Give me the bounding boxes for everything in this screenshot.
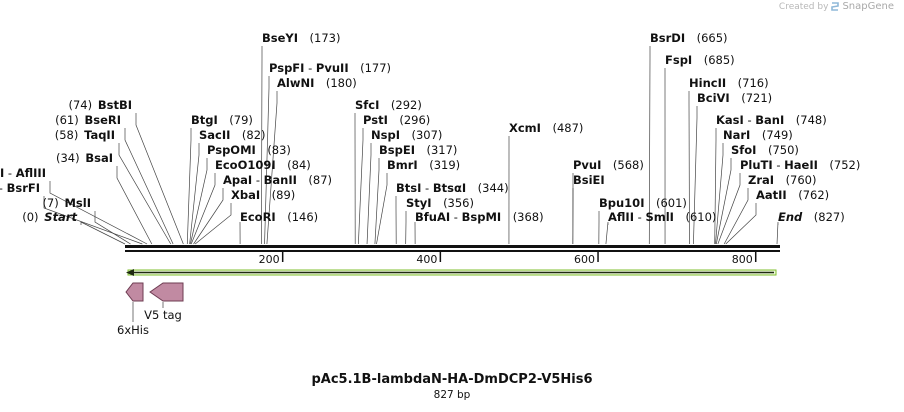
map-length: 827 bp <box>433 389 471 401</box>
site-label-psti[interactable]: PstI (296) <box>363 113 430 127</box>
site-line-bsai <box>116 166 153 245</box>
site-label-styi[interactable]: StyI (356) <box>406 196 474 210</box>
site-label-bfuai-bspmi[interactable]: BfuAI - BspMI (368) <box>415 210 544 224</box>
site-label-aatii[interactable]: AatII (762) <box>756 188 829 202</box>
site-line-bseri <box>124 128 174 245</box>
site-line-bcivi <box>693 106 698 245</box>
site-label-start[interactable]: (0) Start <box>22 210 77 224</box>
site-label-mlui-afliii[interactable]: (28) MluI - AflIII <box>0 166 46 180</box>
feature-6xhis[interactable]: 6xHis <box>117 282 149 337</box>
site-line-pspfi-pvuii <box>264 76 270 245</box>
site-lines <box>43 46 779 245</box>
site-line-nari <box>715 143 724 245</box>
site-label-taqii[interactable]: (58) TaqII <box>55 128 115 142</box>
site-label-ecoo109i[interactable]: EcoO109I (84) <box>215 158 311 172</box>
site-label-zrai[interactable]: ZraI (760) <box>748 173 817 187</box>
site-label-msli[interactable]: (7) MslI <box>42 196 91 210</box>
site-line-taqii <box>118 143 172 245</box>
site-label-pluti-haeii[interactable]: PluTI - HaeII (752) <box>740 158 860 172</box>
site-line-apai-banii <box>193 188 224 245</box>
site-label-sacii[interactable]: SacII (82) <box>199 128 266 142</box>
site-label-hincii[interactable]: HincII (716) <box>689 76 769 90</box>
site-label-sfci[interactable]: SfcI (292) <box>355 98 422 112</box>
watermark: Created by SnapGene <box>779 1 894 12</box>
site-line-end <box>776 221 779 245</box>
tick-label-200: 200 <box>259 253 280 266</box>
site-line-sacii <box>189 143 200 245</box>
site-label-ecori[interactable]: EcoRI (146) <box>240 210 318 224</box>
site-line-agei-bsrfi <box>43 196 143 245</box>
site-labels: BseYI (173) PspFI - PvuII (177)AlwNI (180… <box>0 31 860 224</box>
site-line-pspomi <box>190 158 208 245</box>
site-label-agei-bsrfi[interactable]: (22) AgeI - BsrFI <box>0 181 40 195</box>
site-line-bspei <box>374 158 380 245</box>
watermark-brand: SnapGene <box>842 1 894 12</box>
site-line-aflii-smli <box>605 221 609 245</box>
site-label-btsi-bts-i[interactable]: BtsI - BtsαI (344) <box>396 181 509 195</box>
tick-label-600: 600 <box>574 253 595 266</box>
site-label-pspfi-pvuii[interactable]: PspFI - PvuII (177) <box>269 61 391 75</box>
site-label-bsrdi[interactable]: BsrDI (665) <box>650 31 728 45</box>
site-line-alwni <box>266 91 278 245</box>
watermark-prefix: Created by <box>778 1 829 12</box>
site-line-pluti-haeii <box>717 173 741 245</box>
site-label-apai-banii[interactable]: ApaI - BanII (87) <box>223 173 332 187</box>
site-line-kasi-bani <box>714 128 717 245</box>
backbone-bottom-strand <box>125 250 780 252</box>
backbone-top-strand <box>125 245 780 248</box>
site-line-sfoi <box>715 158 732 245</box>
site-line-zrai <box>723 188 749 245</box>
feature-v5-tag[interactable]: V5 tag <box>144 282 184 322</box>
site-label-bcivi[interactable]: BciVI (721) <box>697 91 772 105</box>
site-label-btgi[interactable]: BtgI (79) <box>191 113 253 127</box>
site-line-btgi <box>186 128 192 245</box>
site-label-xbai[interactable]: XbaI (89) <box>231 188 295 202</box>
site-line-bstbi <box>135 113 184 245</box>
site-label-sfoi[interactable]: SfoI (750) <box>731 143 799 157</box>
site-label-kasi-bani[interactable]: KasI - BanI (748) <box>716 113 827 127</box>
site-line-aatii <box>725 203 757 245</box>
site-label-aflii-smli[interactable]: AflII - SmlI (610) <box>608 210 716 224</box>
site-line-bsrdi <box>648 46 651 245</box>
site-line-ecoo109i <box>190 173 216 245</box>
site-label-bstbi[interactable]: (74) BstBI <box>68 98 132 112</box>
site-label-xcmi[interactable]: XcmI (487) <box>509 121 583 135</box>
site-line-psti <box>358 128 364 245</box>
site-label-bpu10i[interactable]: Bpu10I (601) <box>599 196 687 210</box>
site-label-bmri[interactable]: BmrI (319) <box>387 158 460 172</box>
strand-direction-bar <box>126 269 777 276</box>
site-label-pvui[interactable]: PvuI (568) <box>573 158 644 172</box>
tick-label-400: 400 <box>416 253 437 266</box>
site-label-fspi[interactable]: FspI (685) <box>665 53 735 67</box>
site-label-bsai[interactable]: (34) BsaI <box>56 151 113 165</box>
site-label-nspi[interactable]: NspI (307) <box>371 128 442 142</box>
site-label-nari[interactable]: NarI (749) <box>723 128 793 142</box>
feature-label-6xhis: 6xHis <box>117 323 149 337</box>
snapgene-logo-icon <box>831 2 840 11</box>
site-line-msli <box>94 211 131 245</box>
map-title: pAc5.1B-lambdaN-HA-DmDCP2-V5His6 <box>311 372 593 387</box>
site-label-pspomi[interactable]: PspOMI (83) <box>207 143 291 157</box>
site-line-mlui-afliii <box>49 181 148 245</box>
site-label-bseri[interactable]: (61) BseRI <box>55 113 121 127</box>
feature-label-v5-tag: V5 tag <box>144 308 182 322</box>
tick-label-800: 800 <box>732 253 753 266</box>
site-label-bsiei[interactable]: BsiEI <box>573 173 605 187</box>
site-line-start <box>80 221 126 245</box>
site-line-nspi <box>366 143 372 245</box>
site-label-end[interactable]: End (827) <box>778 210 845 224</box>
site-label-bseyi[interactable]: BseYI (173) <box>262 31 340 45</box>
site-label-bspei[interactable]: BspEI (317) <box>379 143 457 157</box>
site-line-xbai <box>194 203 232 245</box>
ruler-ticks: 200 400 600 800 <box>259 252 757 266</box>
site-line-bmri <box>376 173 388 245</box>
site-line-bseyi <box>261 46 263 245</box>
site-label-alwni[interactable]: AlwNI (180) <box>277 76 357 90</box>
